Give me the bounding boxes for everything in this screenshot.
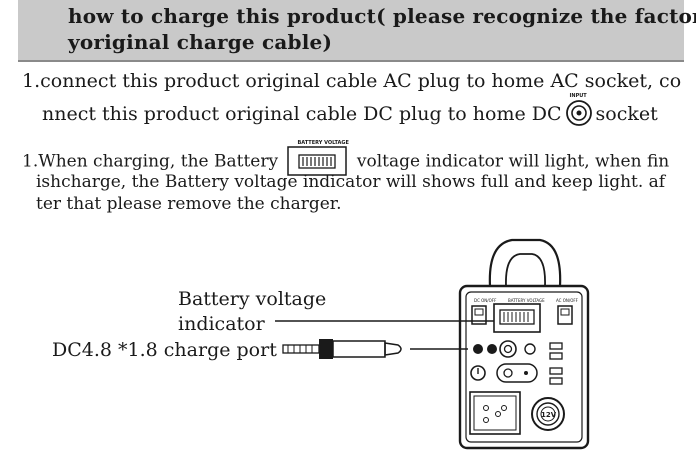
header-banner	[18, 0, 684, 62]
svg-text:AC ON/OFF: AC ON/OFF	[556, 298, 579, 303]
step1-line2-end: socket	[595, 103, 658, 125]
svg-text:DC ON/OFF: DC ON/OFF	[474, 298, 497, 303]
step2-line1-end: voltage indicator will light, when fin	[356, 151, 670, 172]
dc-socket-icon: INPUT	[564, 93, 594, 129]
dc-cable-plug-icon	[282, 339, 402, 359]
socket-12v-label: 12V	[541, 411, 557, 419]
step2-line1: 1.When charging, the Battery BATTERY VOL…	[22, 140, 670, 178]
svg-text:BATTERY VOLTAGE: BATTERY VOLTAGE	[508, 298, 545, 303]
label-indicator: indicator	[178, 313, 265, 335]
step2-line2: ishcharge, the Battery voltage indicator…	[36, 172, 666, 192]
step1-line1: 1.connect this product original cable AC…	[22, 70, 682, 92]
header-title-line2: yoriginal charge cable)	[68, 30, 333, 54]
header-title-line1: how to charge this product( please recog…	[68, 4, 696, 28]
power-station-product: DC ON/OFF BATTERY VOLTAGE AC ON/OFF	[458, 238, 590, 450]
step2-line1-text: 1.When charging, the Battery	[22, 151, 279, 172]
step1-line2: nnect this product original cable DC plu…	[42, 93, 658, 129]
input-label: INPUT	[569, 93, 587, 99]
label-battery-voltage: Battery voltage	[178, 288, 327, 310]
step2-line3: ter that please remove the charger.	[36, 194, 342, 214]
label-charge-port: DC4.8 *1.8 charge port	[52, 339, 277, 361]
step1-line2-text: nnect this product original cable DC plu…	[42, 103, 562, 125]
battery-voltage-caption: BATTERY VOLTAGE	[297, 140, 349, 146]
battery-voltage-icon: BATTERY VOLTAGE	[287, 140, 349, 176]
